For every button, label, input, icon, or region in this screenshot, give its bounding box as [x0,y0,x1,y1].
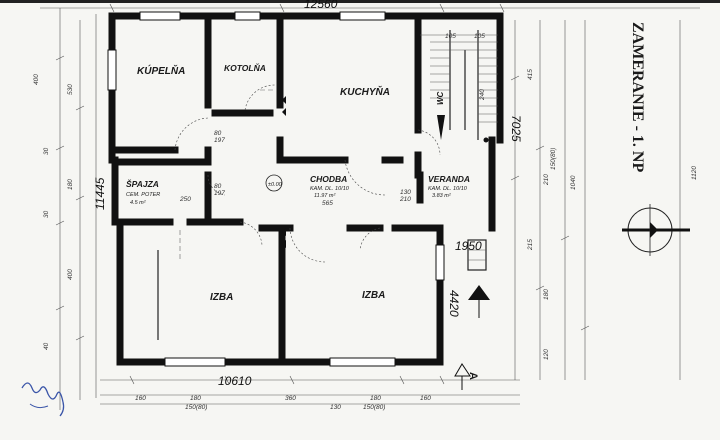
dim-left-30b: 30 [43,210,50,218]
room-izba-left-label: IZBA [210,292,233,303]
dim-right-total: 7025 [509,115,523,142]
minor-dimensions: 105 105 250 565 80 197 80 197 130 210 24… [33,33,698,411]
dim-right-120: 120 [543,349,550,360]
dim-left-530: 530 [67,84,74,95]
room-spajza-label: ŠPAJZA [126,178,159,189]
room-kuchyna-label: KUCHYŇA [340,85,390,98]
dim-bottom-160: 160 [135,395,146,402]
dim-right-415: 415 [527,69,534,80]
dim-spajza-width: 250 [179,196,191,203]
dim-right-215: 215 [527,239,534,251]
room-kotolna-label: KOTOLŇA [224,62,266,73]
dim-bottom-total: 10610 [218,374,252,388]
level-mark: ±0.00 [268,182,283,188]
dim-door-80-a: 80 [214,130,222,137]
spajza-note: CEM. POTER [126,192,160,198]
room-izba-right-label: IZBA [362,290,385,301]
level-marker: ±0.00 [265,174,283,192]
dim-veranda-210: 210 [399,196,411,203]
veranda-note: KAM. DL. 10/10 [428,186,468,192]
dim-left-30a: 30 [43,147,50,155]
chodba-area: 11.97 m² [314,193,335,199]
dim-bottom-150-80b: 150(80) [363,404,385,411]
door-swings [157,84,441,340]
section-marker-top [468,285,490,318]
windows [107,11,445,367]
dim-door-197-a: 197 [214,137,225,144]
dim-left-400a: 400 [33,74,40,85]
dim-right-210: 210 [543,174,550,186]
dim-right-1120: 1120 [691,166,698,180]
dim-entry-depth: 4420 [447,290,461,317]
dimension-lines [40,3,700,410]
dim-door-80-b: 80 [214,183,222,190]
dim-right-150-80: 150(80) [550,148,557,170]
dim-stair-b: 105 [474,33,485,40]
dim-stair-240: 240 [479,89,486,101]
veranda-area: 3.83 m² [432,193,451,199]
room-wc-label: WC [436,91,445,105]
room-veranda-label: VERANDA [428,174,470,184]
dim-right-1040: 1040 [570,175,577,190]
chodba-note: KAM. DL. 10/10 [310,186,350,192]
dim-left-total: 11445 [93,177,107,210]
plan-title: ZAMERANIE - 1. NP [629,22,646,172]
section-label: A [467,372,479,380]
north-arrow-icon [622,204,690,256]
main-dimensions: 12560 10610 11445 7025 1950 4420 [93,0,523,388]
interior-walls [108,12,479,366]
dim-bottom-150-80: 150(80) [185,404,207,411]
dim-entry-width: 1950 [455,239,482,253]
signature [21,382,65,417]
staircase [420,34,498,271]
section-marker-bottom: A [454,363,479,390]
room-chodba-label: CHODBA [310,174,347,184]
room-labels: KÚPELŇA KOTOLŇA KUCHYŇA WC ŠPAJZA CEM. P… [126,62,470,303]
dim-bottom-360: 360 [285,395,296,402]
dim-top-total: 12560 [304,0,338,11]
dim-chodba-height: 565 [322,200,333,207]
dim-bottom-180b: 180 [370,395,381,402]
dim-bottom-130: 130 [330,404,341,411]
spajza-area: 4.5 m² [130,200,146,206]
dim-stair-a: 105 [445,33,456,40]
dim-left-180: 180 [67,179,74,190]
room-kupelna-label: KÚPELŇA [137,64,185,77]
top-edge [0,0,720,3]
dim-bottom-160b: 160 [420,395,431,402]
dim-left-40: 40 [43,342,50,350]
dim-door-197-b: 197 [214,190,225,197]
door-markers [282,96,286,248]
dim-veranda-130: 130 [400,189,411,196]
dim-right-180: 180 [543,289,550,300]
dim-left-400b: 400 [67,269,74,280]
dim-bottom-180: 180 [190,395,201,402]
